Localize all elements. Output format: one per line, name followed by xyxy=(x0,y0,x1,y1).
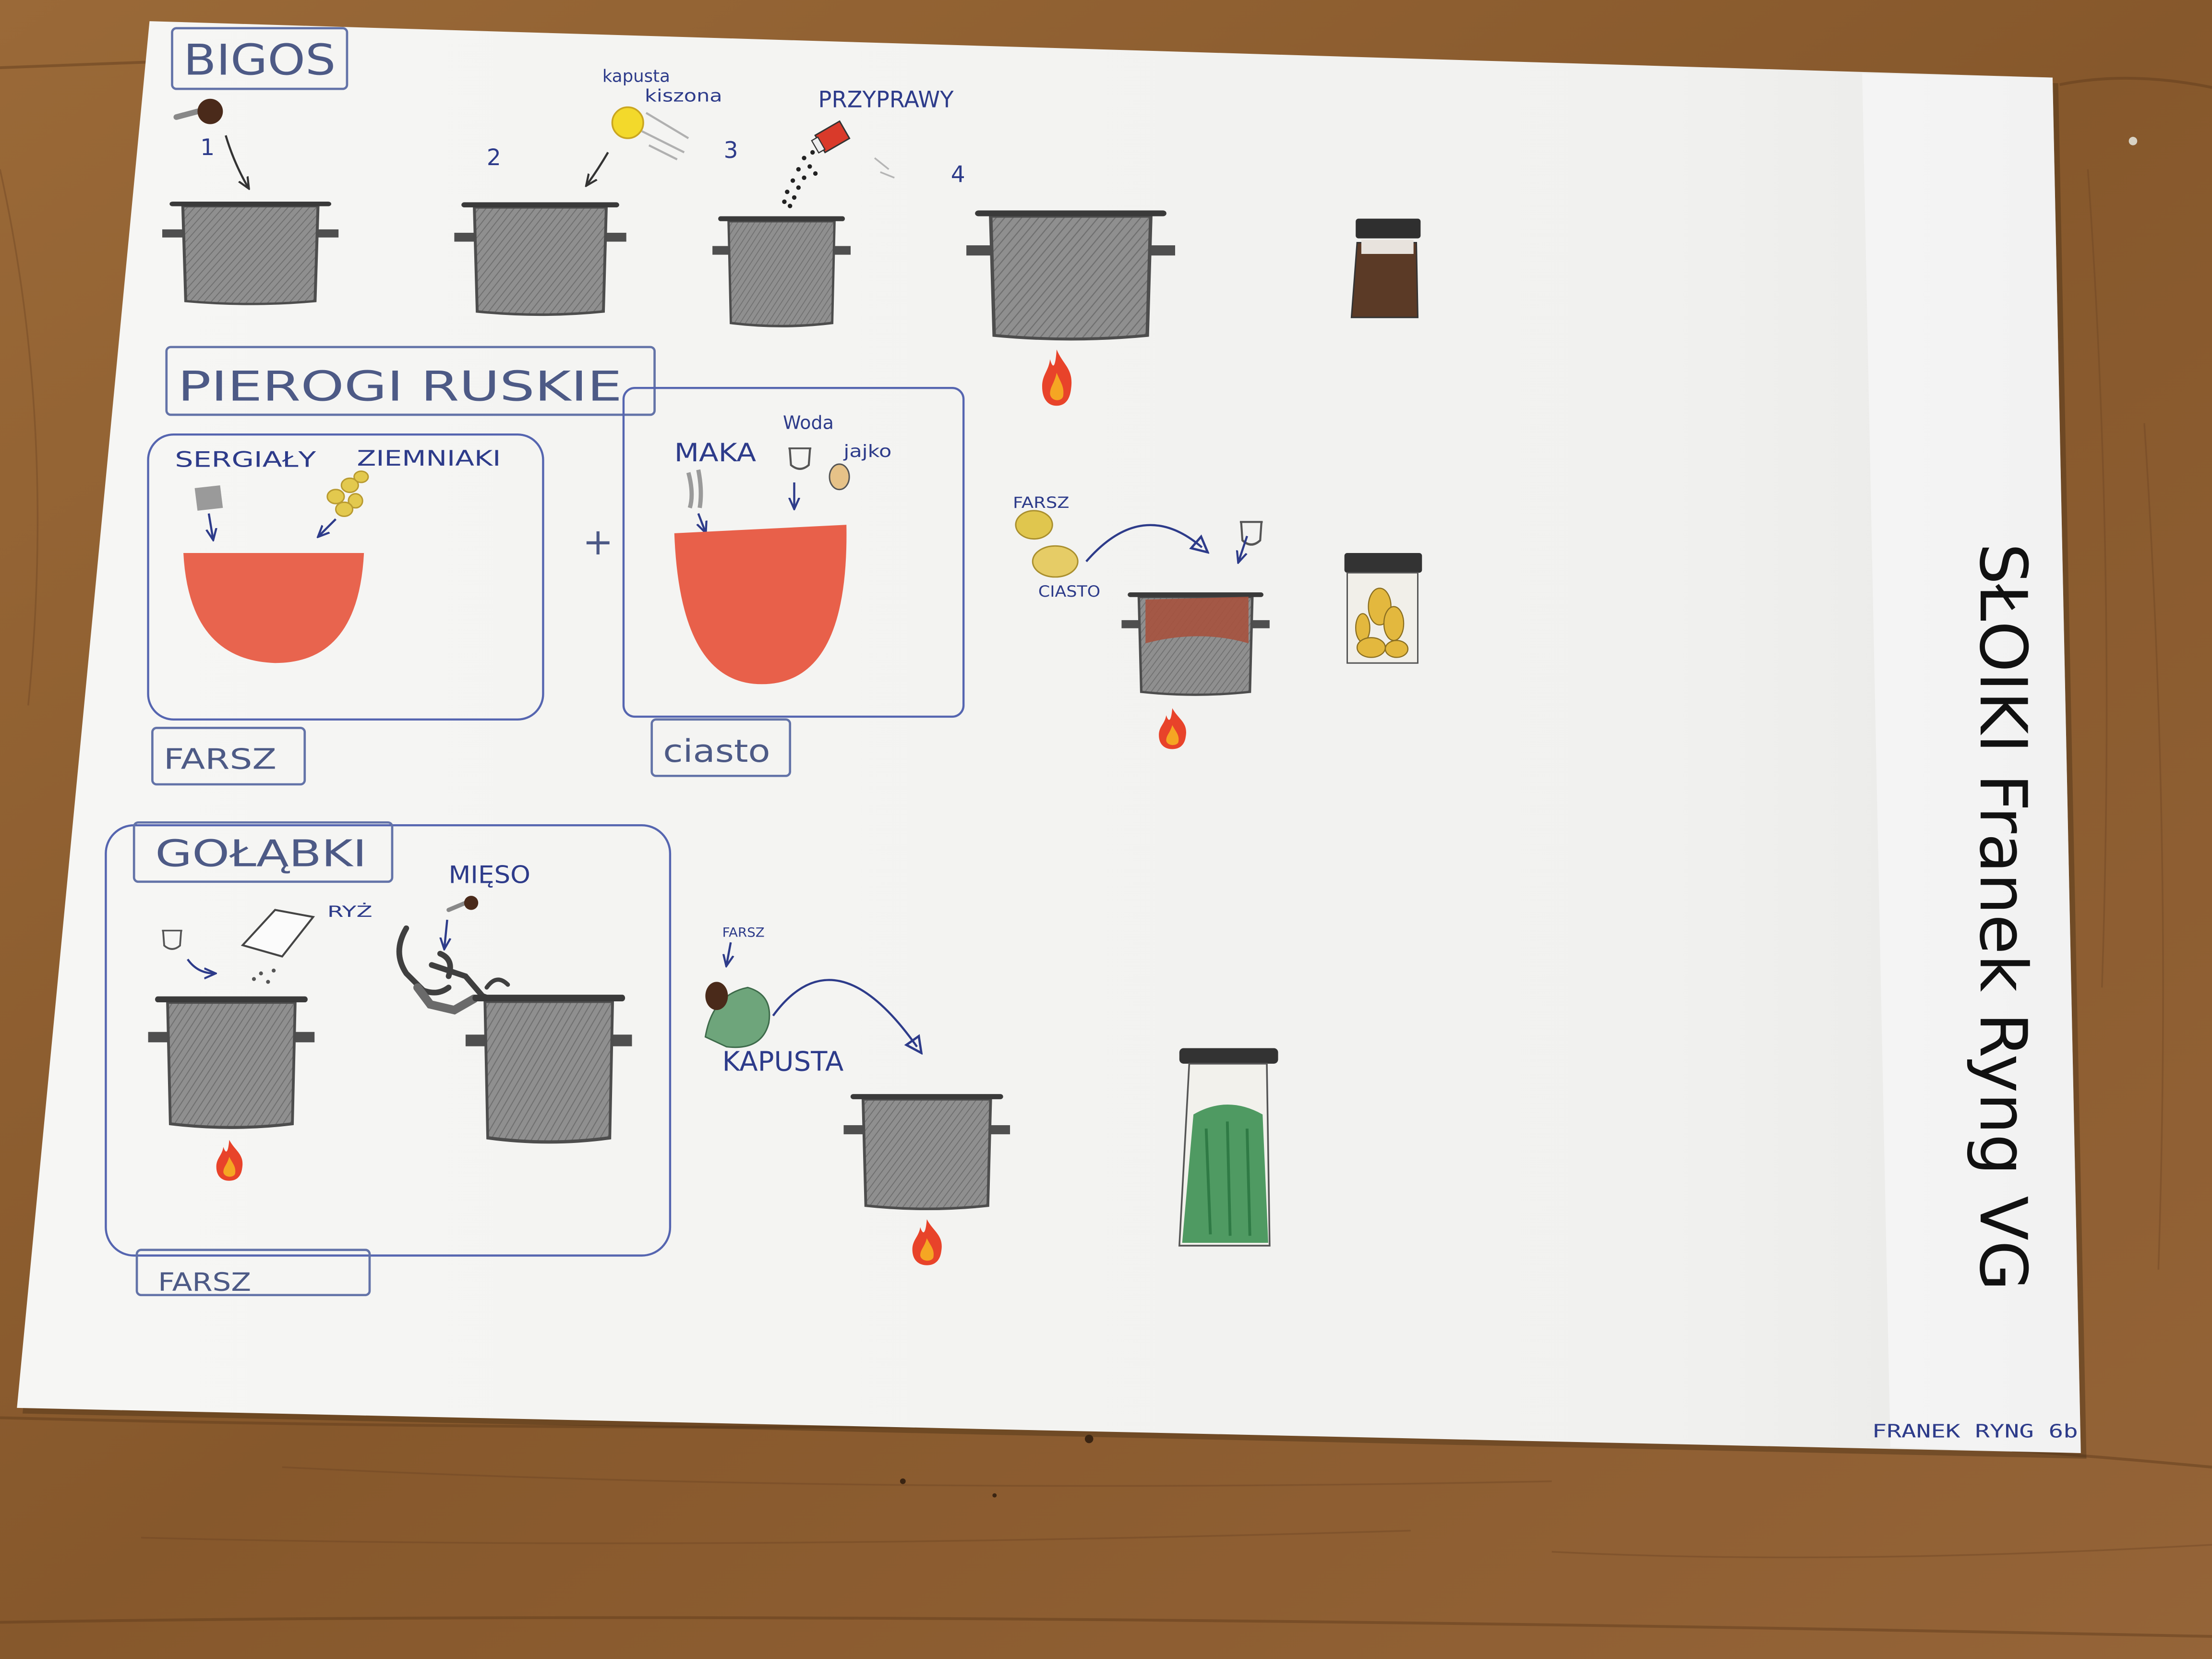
dough-pot-icon xyxy=(674,525,847,685)
cabbage-icon xyxy=(611,106,689,161)
meat-icon xyxy=(173,98,223,124)
egg-icon xyxy=(829,463,850,491)
cabbage-label-line-1: kapusta xyxy=(602,66,670,86)
pierogi-title-frame xyxy=(165,346,656,416)
bigos-title: BIGOS xyxy=(183,36,336,85)
step-number-4: 4 xyxy=(951,161,965,188)
filling-bowl-icon xyxy=(183,553,364,663)
bigos-jar-icon xyxy=(1350,218,1421,318)
pot-icon xyxy=(712,219,851,326)
assembly-filling-label: FARSZ xyxy=(1013,493,1070,512)
arrow-icon xyxy=(587,152,609,185)
golabki-jar-icon xyxy=(1178,1048,1278,1247)
golabki-title: GOŁĄBKI xyxy=(155,832,367,875)
pierogi-jar-icon xyxy=(1344,553,1422,664)
egg-label: jajko xyxy=(843,442,891,461)
golabki-filling-label: FARSZ xyxy=(158,1268,251,1297)
arrow-icon xyxy=(1238,536,1248,562)
dough-panel xyxy=(622,386,965,718)
golabki-title-frame xyxy=(132,821,394,883)
wrap-filling-label: FARSZ xyxy=(722,925,765,940)
filling-panel xyxy=(147,433,544,721)
signature: FRANEK RYNG 6b xyxy=(1872,1421,2078,1443)
spice-shaker-icon xyxy=(782,120,895,208)
golabki-section: GOŁĄBKI RYŻ MIĘSO FARSZ FARSZ KAPUS xyxy=(105,821,1278,1297)
pot-icon xyxy=(454,205,626,315)
pot-icon xyxy=(966,213,1175,339)
step-number-3: 3 xyxy=(724,137,738,164)
meat-label: MIĘSO xyxy=(449,861,530,889)
dough-label: ciasto xyxy=(663,733,770,769)
arrow-icon xyxy=(698,513,706,532)
cabbage-label: KAPUSTA xyxy=(722,1046,844,1078)
filling-portion-icon xyxy=(1015,510,1053,540)
arrow-icon xyxy=(187,959,215,973)
curved-arrow-icon xyxy=(772,979,917,1046)
rice-bag-icon xyxy=(240,909,315,984)
golabki-filling-label-frame xyxy=(135,1249,371,1297)
filling-label-frame xyxy=(151,727,306,786)
assembly-dough-label: CIASTO xyxy=(1038,582,1100,601)
dough-label-frame xyxy=(650,718,792,777)
boiling-pierogi-icon xyxy=(1145,597,1249,644)
arrow-icon xyxy=(225,135,248,188)
meat-icon xyxy=(446,896,479,912)
side-title: SŁOIKI Franek Ryng VG xyxy=(1965,543,2041,1291)
dough-circle-icon xyxy=(1032,545,1079,578)
spices-label: PRZYPRAWY xyxy=(818,86,953,113)
plus-sign: + xyxy=(583,521,613,564)
potatoes-icon xyxy=(326,470,369,517)
golabki-panel xyxy=(105,824,672,1257)
filling-ball-icon xyxy=(705,982,728,1010)
pot-icon xyxy=(148,999,315,1128)
cheese-label: SERGIAŁY xyxy=(175,448,316,472)
arrow-icon xyxy=(726,942,731,965)
pot-icon xyxy=(843,1096,1010,1209)
curved-arrow-icon xyxy=(1085,524,1202,563)
pierogi-section: PIEROGI RUSKIE SERGIAŁY ZIEMNIAKI FARSZ … xyxy=(147,346,1422,786)
water-label: Woda xyxy=(783,412,834,433)
flour-icon xyxy=(686,469,703,509)
cheese-icon xyxy=(194,485,223,511)
potatoes-label: ZIEMNIAKI xyxy=(357,446,501,471)
step-number-1: 1 xyxy=(200,134,215,161)
flour-label: MAKA xyxy=(674,438,756,468)
rice-label: RYŻ xyxy=(327,902,373,921)
cabbage-label-line-2: kiszona xyxy=(645,86,722,106)
pot-icon xyxy=(466,998,632,1142)
filling-label: FARSZ xyxy=(164,743,276,776)
arrow-icon xyxy=(445,919,447,948)
pot-icon xyxy=(162,204,338,304)
pierogi-title: PIEROGI RUSKIE xyxy=(178,363,622,411)
bigos-title-frame xyxy=(171,27,349,90)
arrow-icon xyxy=(209,513,213,539)
step-number-2: 2 xyxy=(487,144,501,171)
bigos-section: BIGOS 1 2 3 4 kapusta kiszona PRZYPRAWY xyxy=(162,27,1421,406)
arrow-icon xyxy=(319,518,337,536)
